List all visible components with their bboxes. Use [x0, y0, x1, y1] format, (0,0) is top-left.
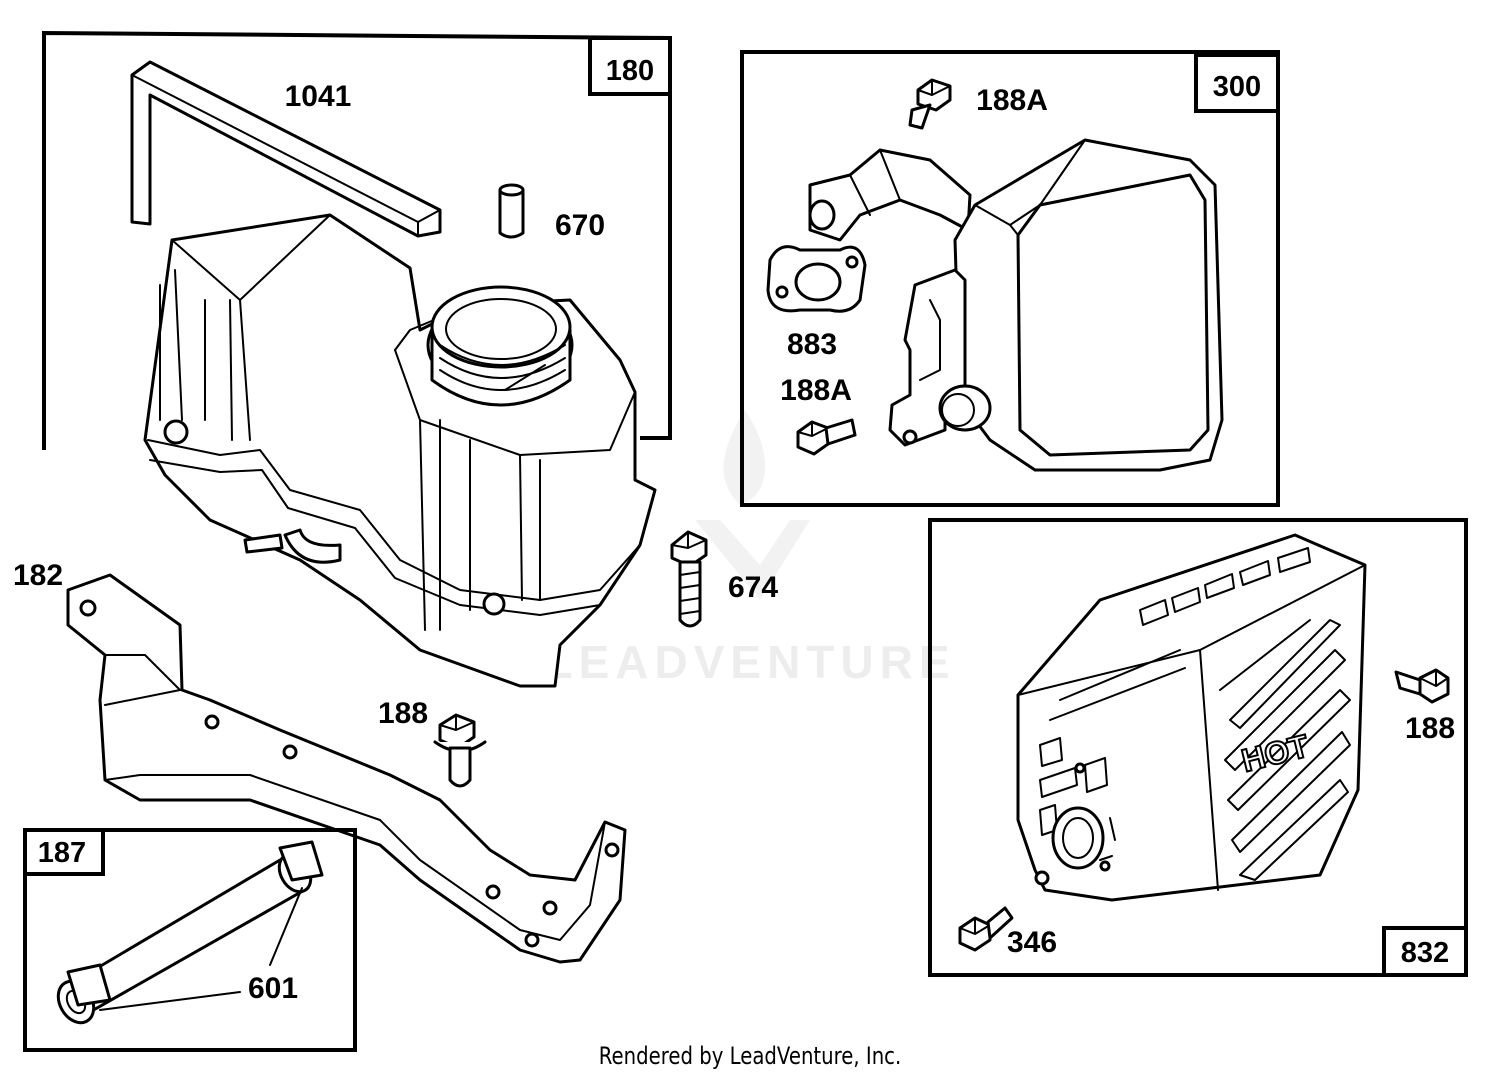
group-label-832: 832	[1401, 937, 1449, 969]
part-label-188a-top: 188A	[976, 84, 1048, 117]
part-label-601: 601	[248, 972, 298, 1005]
part-601-fuel-line	[56, 840, 324, 1025]
part-188a-screw-top	[908, 78, 952, 130]
part-182-tank-bracket	[66, 573, 627, 964]
fuel-tank	[143, 213, 657, 688]
part-674-bolt	[670, 530, 708, 628]
leadventure-watermark-logo: LEADVENTURE	[544, 410, 955, 688]
part-346-screw	[958, 906, 1014, 952]
part-label-188-bracket: 188	[378, 697, 428, 730]
part-670-spacer	[498, 183, 525, 239]
part-1041-fuel-tank-bracket-rod	[130, 60, 442, 238]
part-188-screw-guard	[1394, 668, 1450, 704]
group-832-frame: 832	[928, 518, 1468, 977]
part-label-1041: 1041	[285, 80, 352, 113]
watermark-text: LEADVENTURE	[544, 636, 955, 688]
part-label-883: 883	[787, 328, 837, 361]
part-188-bolt	[433, 713, 487, 788]
part-label-346: 346	[1007, 926, 1057, 959]
muffler	[808, 138, 1224, 472]
group-300-frame: 300	[740, 50, 1280, 507]
part-label-670: 670	[555, 209, 605, 242]
part-label-188a-lower: 188A	[780, 374, 852, 407]
part-label-182: 182	[13, 559, 63, 592]
part-188a-screw-lower	[796, 418, 857, 456]
part-832-muffler-guard: HOT	[1016, 533, 1367, 902]
part-label-674: 674	[728, 571, 778, 604]
part-883-gasket	[766, 245, 867, 313]
group-180-frame: 180	[42, 30, 672, 450]
group-187-frame: 187	[23, 828, 357, 1052]
group-label-180: 180	[606, 55, 654, 87]
part-label-188-guard: 188	[1405, 712, 1455, 745]
group-label-187: 187	[38, 837, 86, 869]
leader-601	[99, 887, 303, 1011]
footer-credit: Rendered by LeadVenture, Inc.	[598, 1042, 902, 1070]
group-label-300: 300	[1213, 71, 1261, 103]
